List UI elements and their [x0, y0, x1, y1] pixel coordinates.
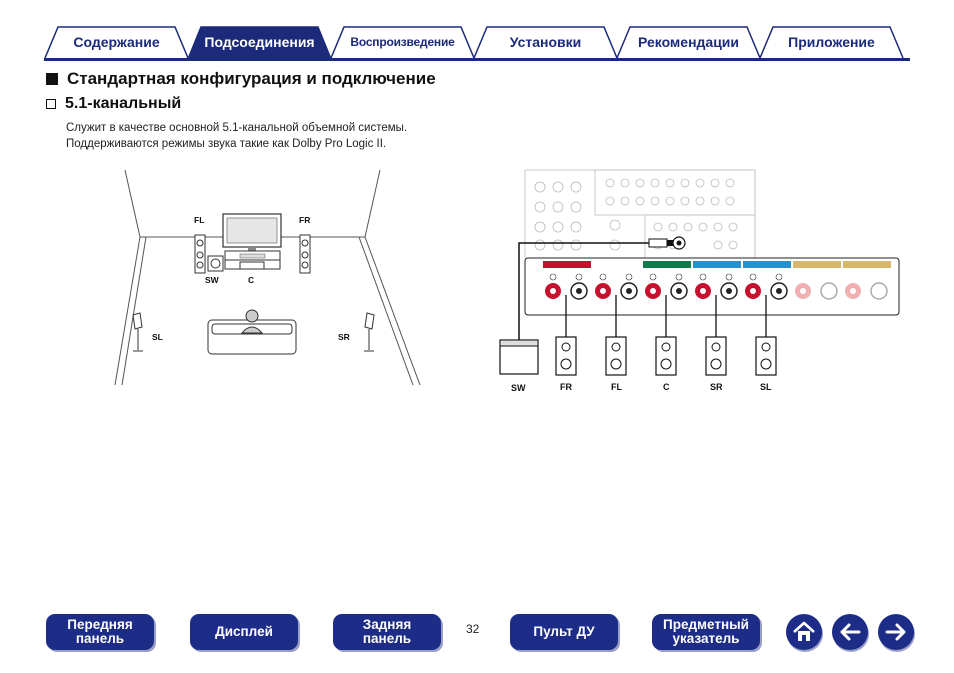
arrow-right-icon [885, 623, 906, 641]
tab-connections-label: Подсоединения [204, 34, 315, 50]
tab-appendix-label: Приложение [788, 34, 875, 50]
subsection-heading-text: 5.1-канальный [65, 95, 182, 112]
wiring-label-sl: SL [760, 382, 772, 392]
display-label: Дисплей [215, 624, 273, 639]
wiring-speaker-sr-icon [705, 336, 727, 376]
index-button[interactable]: Предметный указатель [652, 614, 760, 650]
rear-panel-line-1: Задняя [362, 617, 412, 632]
front-panel-line-1: Передняя [67, 617, 133, 632]
front-panel-line-2: панель [75, 631, 125, 646]
speaker-terminal-block [524, 257, 900, 316]
room-label-sl: SL [152, 332, 163, 342]
room-layout-diagram: FL FR SW C SL SR [114, 169, 421, 386]
tab-tips[interactable]: Рекомендации [616, 26, 761, 58]
tab-settings[interactable]: Установки [473, 26, 618, 58]
receiver-rear-panel [524, 169, 756, 259]
tab-underline [44, 58, 910, 61]
rear-panel-button[interactable]: Задняя панель [333, 614, 441, 650]
tab-settings-label: Установки [509, 34, 582, 50]
wiring-label-c: C [663, 382, 670, 392]
wiring-speaker-fr-icon [555, 336, 577, 376]
subwoofer-cable [518, 242, 649, 340]
index-line-2: указатель [672, 631, 740, 646]
arrow-left-icon [840, 623, 861, 641]
remote-button[interactable]: Пульт ДУ [510, 614, 618, 650]
wiring-speaker-sl-icon [755, 336, 777, 376]
room-label-sw: SW [205, 275, 220, 285]
tab-contents-label: Содержание [73, 34, 160, 50]
tv-icon [222, 213, 282, 270]
home-icon [793, 621, 815, 641]
tab-tips-label: Рекомендации [637, 34, 740, 50]
subwoofer-preout-jack [648, 236, 686, 250]
tab-bar: Содержание Подсоединения Воспроизведение… [0, 0, 954, 64]
wiring-label-fl: FL [611, 382, 622, 392]
surround-left-speaker-icon [132, 312, 143, 352]
subsection-heading: 5.1-канальный [46, 95, 181, 113]
display-button[interactable]: Дисплей [190, 614, 298, 650]
subwoofer-icon [207, 255, 224, 272]
tab-connections[interactable]: Подсоединения [187, 26, 332, 59]
front-panel-button[interactable]: Передняя панель [46, 614, 154, 650]
rear-panel-line-2: панель [362, 631, 412, 646]
listener-sofa-icon [207, 309, 297, 355]
tab-appendix[interactable]: Приложение [759, 26, 904, 58]
wiring-label-fr: FR [560, 382, 572, 392]
description-line-2: Поддерживаются режимы звука такие как Do… [66, 138, 387, 150]
index-line-1: Предметный [663, 617, 749, 632]
back-button[interactable] [832, 614, 868, 650]
tab-playback[interactable]: Воспроизведение [330, 26, 475, 58]
section-heading-text: Стандартная конфигурация и подключение [67, 69, 436, 88]
wiring-subwoofer-icon [499, 339, 539, 375]
wiring-speaker-c-icon [655, 336, 677, 376]
description-line-1: Служит в качестве основной 5.1-канальной… [66, 122, 408, 134]
forward-button[interactable] [878, 614, 914, 650]
room-label-sr: SR [338, 332, 350, 342]
section-heading: Стандартная конфигурация и подключение [46, 69, 436, 89]
remote-label: Пульт ДУ [533, 624, 595, 639]
description: Служит в качестве основной 5.1-канальной… [66, 120, 407, 152]
heading-square-icon [46, 73, 58, 85]
subheading-box-icon [46, 99, 56, 109]
wiring-diagram: SW FR FL C SR SL [499, 169, 900, 393]
surround-right-speaker-icon [364, 312, 375, 352]
wiring-label-sr: SR [710, 382, 723, 392]
home-button[interactable] [786, 614, 822, 650]
room-label-fr: FR [299, 215, 310, 225]
tab-playback-label: Воспроизведение [350, 35, 455, 49]
speaker-wires [565, 295, 767, 340]
front-left-speaker-icon [194, 234, 206, 274]
wiring-label-sw: SW [511, 383, 526, 393]
room-label-c: C [248, 275, 254, 285]
front-right-speaker-icon [299, 234, 311, 274]
tab-contents[interactable]: Содержание [44, 26, 189, 58]
wiring-speaker-fl-icon [605, 336, 627, 376]
page-number: 32 [466, 622, 480, 636]
center-speaker-icon [239, 261, 265, 270]
room-label-fl: FL [194, 215, 204, 225]
